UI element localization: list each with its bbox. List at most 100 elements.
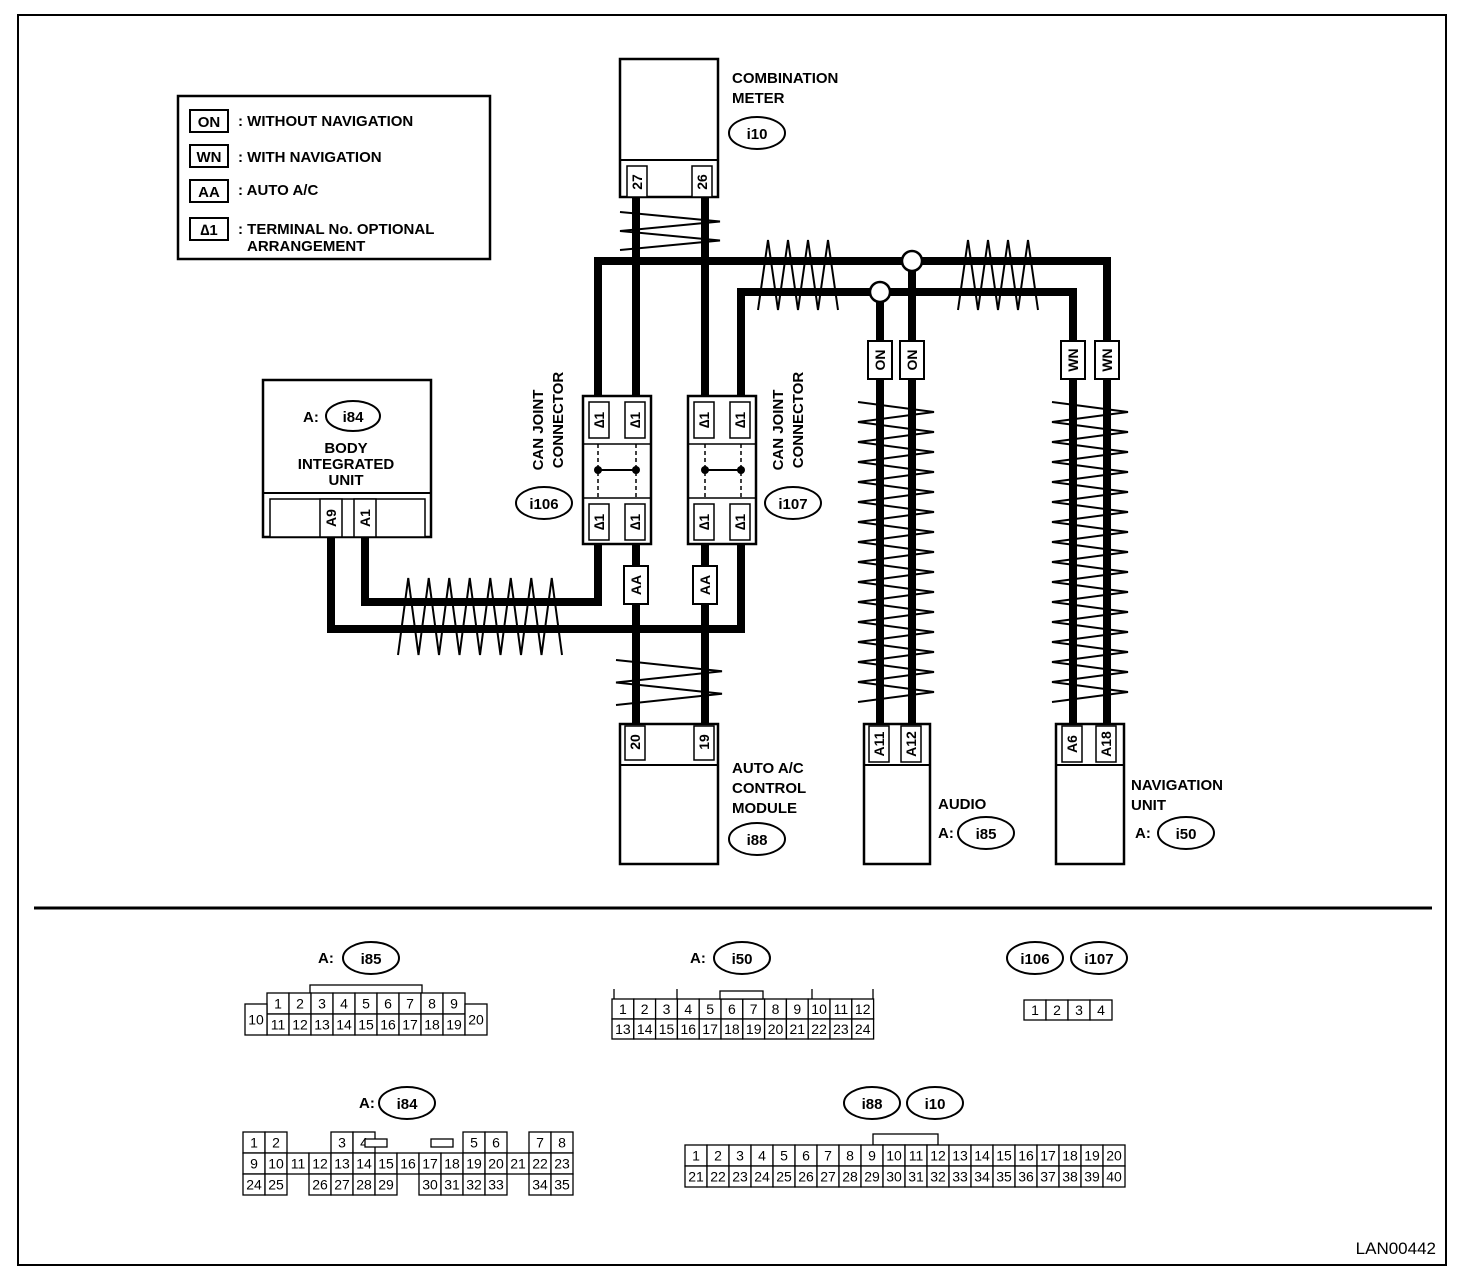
audio-code-oval <box>957 816 1015 850</box>
twist-mark <box>857 401 935 703</box>
wire-tags: AA AA ON ON WN WN <box>623 340 1120 605</box>
pin-number: 6 <box>802 1148 810 1164</box>
pin-number: 19 <box>746 1021 762 1037</box>
pin-number: 28 <box>842 1169 858 1185</box>
i84-view-code: i84 <box>397 1096 419 1113</box>
legend-code-optional: ∆1 <box>200 222 218 239</box>
i84-view-oval <box>378 1086 436 1120</box>
tag-on-1: ON <box>872 350 888 371</box>
pin-number: 27 <box>820 1169 836 1185</box>
meter-pin-26: 26 <box>694 174 710 190</box>
pin-number: 27 <box>334 1177 350 1193</box>
pin-number: 35 <box>554 1177 570 1193</box>
tag-wn-1: WN <box>1065 348 1081 371</box>
pin-number: 8 <box>428 996 436 1012</box>
pin-number: 19 <box>1084 1148 1100 1164</box>
body-label-2: INTEGRATED <box>298 456 395 473</box>
pin-number: 13 <box>334 1156 350 1172</box>
body-label-1: BODY <box>324 440 367 457</box>
pin-cell <box>1102 1165 1126 1188</box>
pin-number: 11 <box>909 1148 924 1164</box>
pin-number: 20 <box>768 1021 784 1037</box>
pin-number: 9 <box>793 1001 801 1017</box>
pin-number: 4 <box>758 1148 766 1164</box>
pin-number: 4 <box>1097 1002 1105 1018</box>
pin-cell <box>550 1173 574 1196</box>
pin-number: 10 <box>248 1012 264 1028</box>
pin-number: 11 <box>291 1156 306 1172</box>
nav-pin-a18: A18 <box>1098 731 1114 757</box>
pin-cell <box>1089 999 1113 1021</box>
pin-number: 26 <box>798 1169 814 1185</box>
legend-code-on: ON <box>198 114 221 131</box>
meter-label-2: METER <box>732 90 785 107</box>
i88-view-code: i88 <box>862 1096 883 1113</box>
body-label-3: UNIT <box>329 472 364 489</box>
pin-number: 24 <box>246 1177 262 1193</box>
auto-ac-control-module: 20 19 AUTO A/C CONTROL MODULE i88 <box>618 722 806 866</box>
i85-view-code: i85 <box>361 951 382 968</box>
pin-number: 13 <box>314 1017 330 1033</box>
twist-mark <box>757 239 839 311</box>
pin-number: 19 <box>446 1017 462 1033</box>
pin-number: 31 <box>908 1169 924 1185</box>
pin-number: 4 <box>360 1135 368 1151</box>
pin-number: 24 <box>754 1169 770 1185</box>
pin-number: 16 <box>400 1156 416 1172</box>
legend-item-on: ON : WITHOUT NAVIGATION <box>189 109 413 133</box>
pin-number: 13 <box>615 1021 631 1037</box>
i106-view-code: i106 <box>1020 951 1049 968</box>
pin-number: 6 <box>728 1001 736 1017</box>
pin-number: 16 <box>1018 1148 1034 1164</box>
pin-number: 40 <box>1106 1169 1122 1185</box>
pin-number: 37 <box>1040 1169 1056 1185</box>
pin-number: 23 <box>732 1169 748 1185</box>
meter-code-oval <box>728 116 786 150</box>
pin-number: 33 <box>488 1177 504 1193</box>
cj2-pin-3: ∆1 <box>696 514 712 531</box>
pin-number: 29 <box>864 1169 880 1185</box>
nav-label-2: UNIT <box>1131 797 1166 814</box>
legend-box <box>176 94 492 261</box>
ac-label-3: MODULE <box>732 800 797 817</box>
meter-code: i10 <box>747 126 768 143</box>
pin-number: 4 <box>684 1001 692 1017</box>
i107-view-oval <box>1070 941 1128 975</box>
pin-number: 10 <box>268 1156 284 1172</box>
cj1-pin-3: ∆1 <box>591 514 607 531</box>
pin-number: 7 <box>824 1148 832 1164</box>
pin-number: 6 <box>384 996 392 1012</box>
pin-number: 24 <box>855 1021 871 1037</box>
pin-cell <box>484 1173 508 1196</box>
i50-view-oval <box>713 941 771 975</box>
body-pin-a9: A9 <box>323 509 339 527</box>
body-code-oval <box>325 400 381 432</box>
pin-number: 11 <box>834 1001 849 1017</box>
pin-number: 16 <box>380 1017 396 1033</box>
cj2-label-1: CAN JOINT <box>770 390 787 471</box>
legend-item-optional: ∆1 : TERMINAL No. OPTIONAL ARRANGEMENT <box>189 217 434 255</box>
pin-number: 3 <box>318 996 326 1012</box>
body-prefix: A: <box>303 409 319 426</box>
pin-number: 11 <box>271 1017 286 1033</box>
pin-number: 20 <box>468 1012 484 1028</box>
twist-mark <box>619 211 721 251</box>
pin-number: 20 <box>488 1156 504 1172</box>
i10-view-oval <box>906 1086 964 1120</box>
audio-pin-a11: A11 <box>871 731 887 756</box>
navigation-unit: A6 A18 NAVIGATION UNIT A: i50 <box>1054 722 1223 866</box>
ac-code-oval <box>728 822 786 856</box>
splice-upper <box>900 249 924 273</box>
pin-number: 5 <box>470 1135 478 1151</box>
cj2-code-oval <box>764 486 822 520</box>
i50-view-code: i50 <box>732 951 753 968</box>
pin-number: 12 <box>930 1148 946 1164</box>
